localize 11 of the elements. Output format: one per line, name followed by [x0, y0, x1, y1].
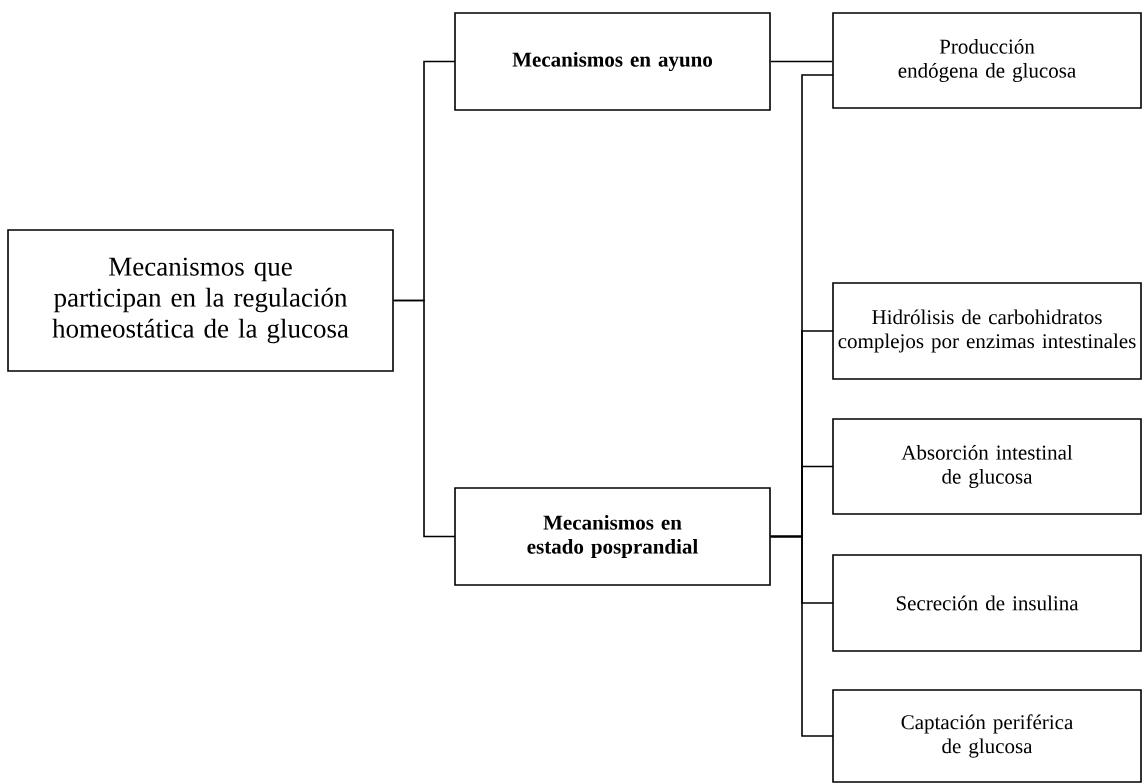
text-box: Producción endógena de glucosa — [832, 12, 1142, 109]
text-box: Secreción de insulina — [832, 554, 1142, 652]
text-box: Mecanismos que participan en la regulación homeostática de la glucosa — [7, 229, 394, 372]
text-box: Absorción intestinal de glucosa — [832, 418, 1142, 515]
text-box: Hidrólisis de carbohidratos complejos por enzimas intestinales — [832, 282, 1142, 380]
connector-line — [393, 299, 456, 538]
connector-line — [770, 535, 834, 737]
text-box: Captación periférica de glucosa — [832, 689, 1142, 783]
connector-line — [770, 60, 833, 63]
text-box: Mecanismos en estado posprandial — [454, 487, 771, 586]
text-box: Mecanismos en ayuno — [454, 12, 771, 111]
